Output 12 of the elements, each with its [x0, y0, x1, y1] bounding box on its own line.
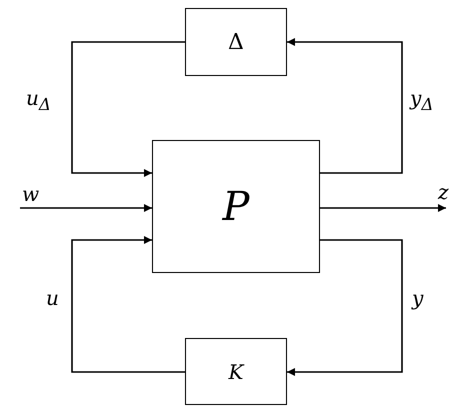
block-label: K — [228, 360, 244, 384]
block-label: P — [222, 184, 250, 230]
block-box — [185, 8, 287, 76]
arrow — [71, 41, 185, 177]
arrow — [287, 38, 403, 174]
block-box — [152, 140, 320, 273]
block-label: Δ — [228, 30, 244, 54]
arrow — [287, 239, 403, 376]
arrow — [71, 236, 185, 373]
block-box — [185, 338, 287, 405]
arrow — [20, 204, 152, 212]
arrow — [320, 204, 446, 212]
